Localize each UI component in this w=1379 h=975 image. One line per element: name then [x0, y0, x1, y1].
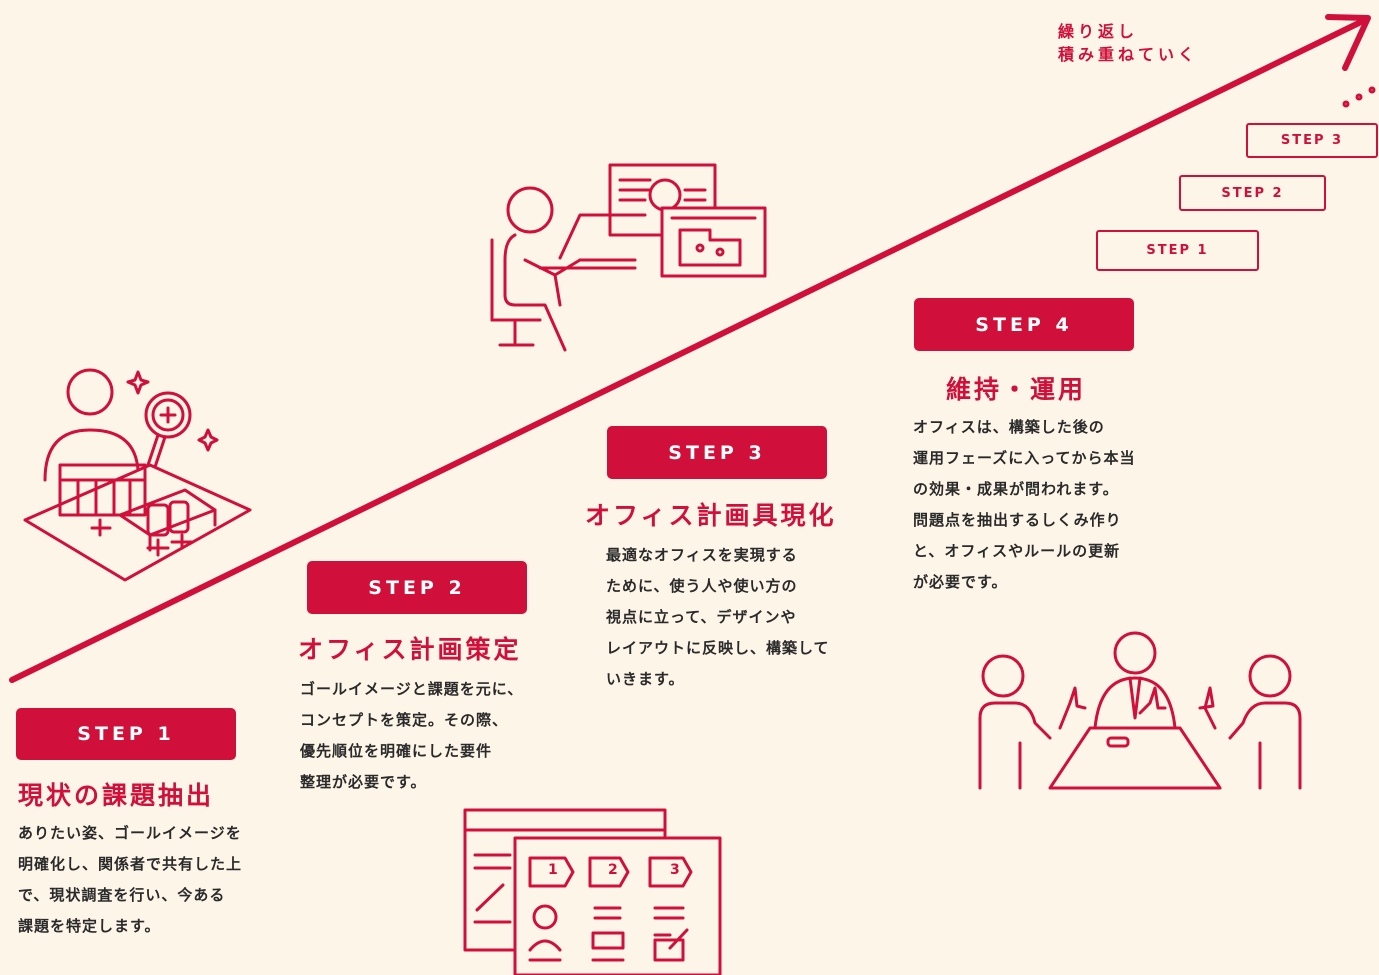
- step4-desc-line: が必要です。: [913, 573, 1008, 591]
- step4-title: 維持・運用: [946, 375, 1087, 404]
- step1-description: ありたい姿、ゴールイメージを 明確化し、関係者で共有した上 で、現状調査を行い、…: [18, 818, 268, 942]
- step4-desc-line: オフィスは、構築した後の: [913, 418, 1105, 436]
- repeat-label-line1: 繰り返し: [1058, 22, 1139, 41]
- step3-desc-line: ために、使う人や使い方の: [606, 577, 798, 595]
- step1-desc-line: 課題を特定します。: [18, 917, 161, 935]
- step1-desc-line: ありたい姿、ゴールイメージを: [18, 824, 242, 842]
- step3-desc-line: いきます。: [606, 670, 685, 688]
- step2-title: オフィス計画策定: [298, 635, 522, 664]
- step2-desc-line: ゴールイメージと課題を元に、: [300, 680, 524, 698]
- step4-desc-line: 運用フェーズに入ってから本当: [913, 449, 1136, 467]
- office-survey-illustration: [23, 368, 252, 582]
- step4-desc-line: と、オフィスやルールの更新: [913, 542, 1121, 560]
- meeting-illustration: [978, 631, 1302, 790]
- step3-desc-line: 最適なオフィスを実現する: [606, 546, 798, 564]
- step3-desc-line: レイアウトに反映し、構築して: [606, 639, 830, 657]
- step4-badge: STEP 4: [914, 298, 1134, 351]
- mini-step-2: STEP 2: [1179, 175, 1326, 211]
- step3-title: オフィス計画具現化: [585, 501, 837, 530]
- step2-badge: STEP 2: [307, 561, 527, 614]
- step3-badge: STEP 3: [607, 426, 827, 479]
- step1-badge: STEP 1: [16, 708, 236, 760]
- step4-desc-line: の効果・成果が問われます。: [913, 480, 1119, 498]
- step3-desc-line: 視点に立って、デザインや: [606, 608, 797, 626]
- repeat-label: 繰り返し 積み重ねていく: [1058, 20, 1198, 66]
- step1-title: 現状の課題抽出: [18, 781, 215, 810]
- step4-desc-line: 問題点を抽出するしくみ作り: [913, 511, 1122, 529]
- step1-desc-line: で、現状調査を行い、今ある: [18, 886, 226, 904]
- designer-illustration: [490, 163, 767, 352]
- mini-step-1: STEP 1: [1096, 230, 1259, 271]
- step2-desc-line: 優先順位を明確にした要件: [300, 742, 493, 760]
- repeat-label-line2: 積み重ねていく: [1058, 45, 1199, 64]
- plan-step-number-2: 2: [608, 862, 618, 878]
- step1-desc-line: 明確化し、関係者で共有した上: [18, 855, 243, 873]
- plan-step-number-1: 1: [548, 862, 558, 878]
- plan-document-illustration: [463, 808, 722, 975]
- step2-description: ゴールイメージと課題を元に、 コンセプトを策定。その際、 優先順位を明確にした要…: [300, 674, 550, 798]
- step2-desc-line: コンセプトを策定。その際、: [300, 711, 509, 729]
- mini-step-3: STEP 3: [1246, 123, 1378, 158]
- step2-desc-line: 整理が必要です。: [300, 773, 427, 791]
- step4-description: オフィスは、構築した後の 運用フェーズに入ってから本当 の効果・成果が問われます…: [913, 412, 1153, 598]
- plan-step-number-3: 3: [670, 862, 680, 878]
- step3-description: 最適なオフィスを実現する ために、使う人や使い方の 視点に立って、デザインや レ…: [606, 540, 846, 695]
